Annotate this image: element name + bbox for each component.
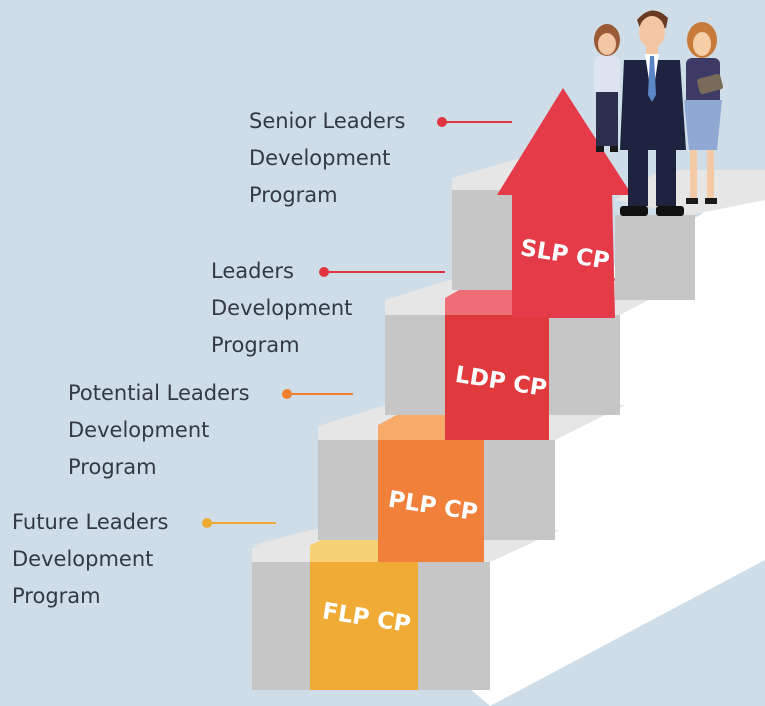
label-future-line1: Future Leaders (12, 510, 169, 534)
step2-front-right (484, 440, 555, 540)
dot-future (202, 518, 212, 528)
label-potential-line1: Potential Leaders (68, 381, 250, 405)
dot-senior (437, 117, 447, 127)
step4-front-right (615, 215, 695, 300)
dot-leaders (319, 267, 329, 277)
label-future-line2: Development (12, 547, 154, 571)
label-leaders-line3: Program (211, 333, 300, 357)
label-senior-line3: Program (249, 183, 338, 207)
label-future-line3: Program (12, 584, 101, 608)
arrow-head (497, 88, 632, 195)
label-potential-line2: Development (68, 418, 210, 442)
label-potential-leaders: Potential Leaders Development Program (68, 375, 250, 486)
label-leaders-line2: Development (211, 296, 353, 320)
step3-front-right (549, 315, 620, 415)
label-potential-line3: Program (68, 455, 157, 479)
step3-front-color (445, 315, 549, 440)
label-senior-leaders: Senior Leaders Development Program (249, 103, 406, 214)
step1-front-left (252, 562, 310, 690)
step3-front-left (385, 315, 445, 415)
dot-potential (282, 389, 292, 399)
arrow-shaft (512, 190, 615, 318)
woman-left-figure (594, 24, 620, 152)
step4-front-left (452, 190, 512, 290)
step2-front-color (378, 440, 484, 562)
label-senior-line2: Development (249, 146, 391, 170)
label-leaders-line1: Leaders (211, 259, 294, 283)
label-future-leaders: Future Leaders Development Program (12, 504, 169, 615)
step2-front-left (318, 440, 378, 540)
woman-right-figure (684, 22, 723, 204)
people-illustration (594, 10, 723, 216)
step1-front-color (310, 562, 418, 690)
step1-front-right (418, 562, 490, 690)
label-leaders: Leaders Development Program (211, 253, 352, 364)
man-center-figure (620, 10, 686, 216)
label-senior-line1: Senior Leaders (249, 109, 406, 133)
